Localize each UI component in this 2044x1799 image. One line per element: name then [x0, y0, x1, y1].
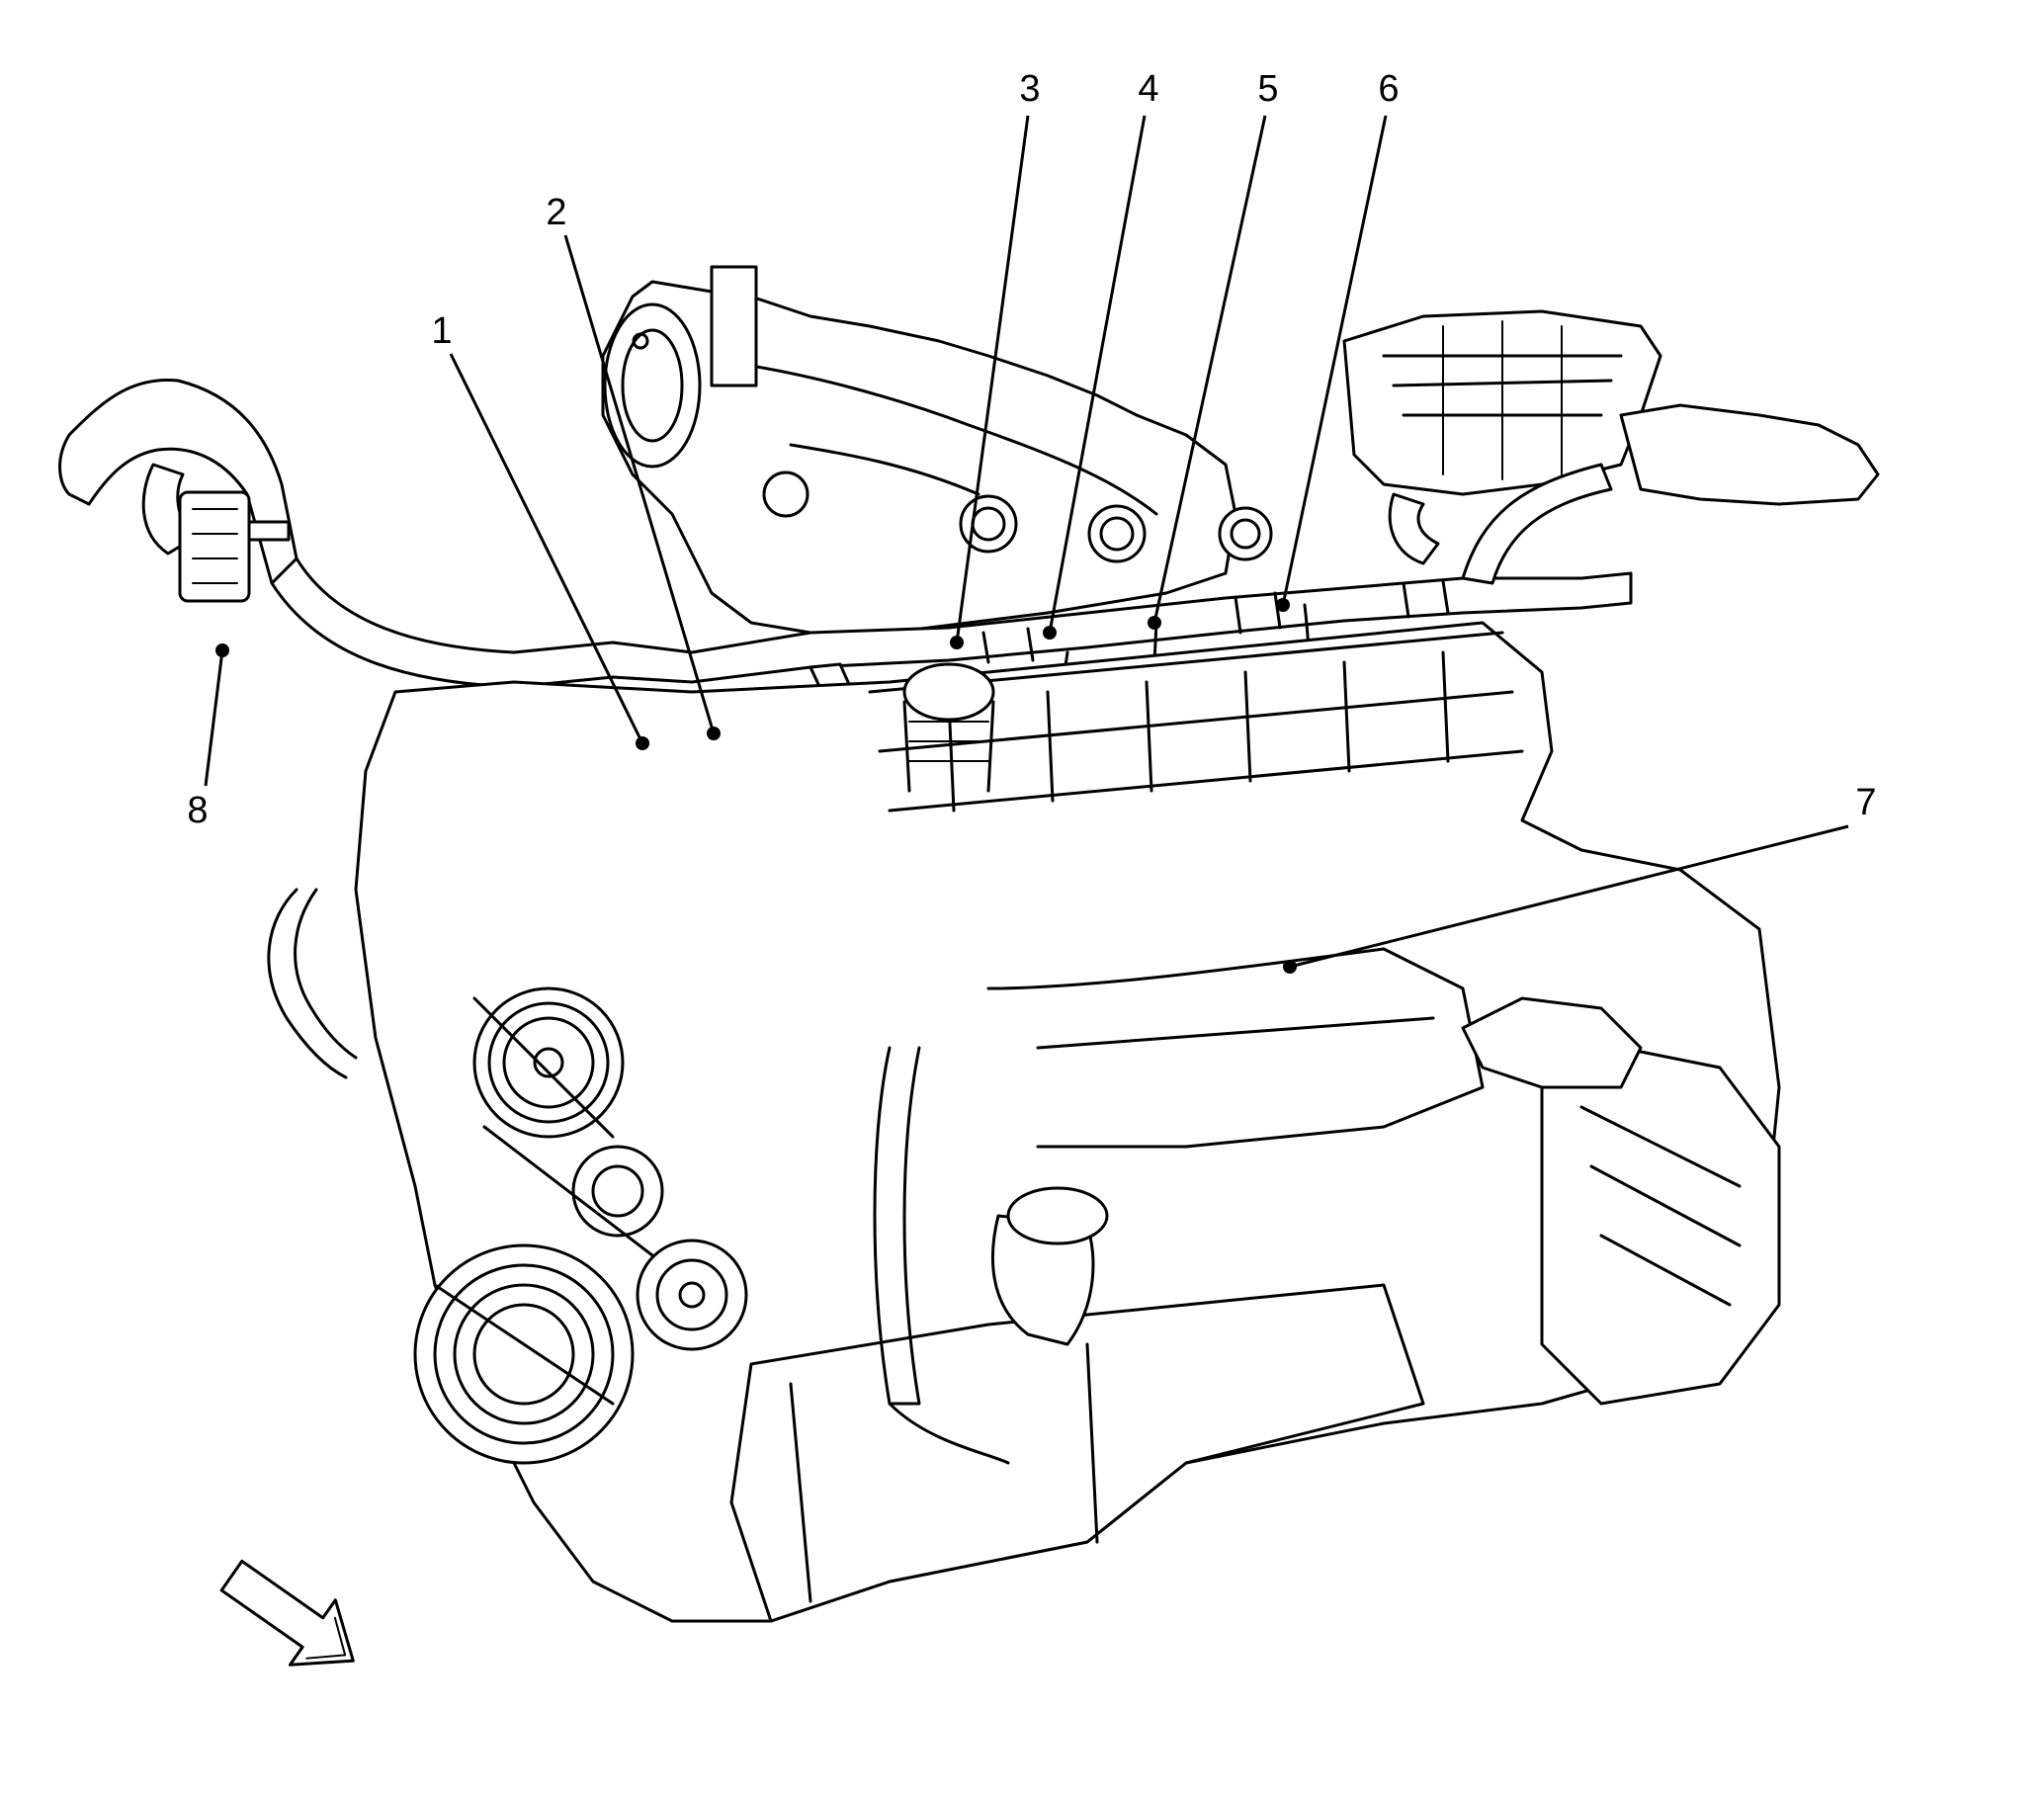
leader-dot-3 — [950, 636, 964, 649]
underhood-fuse-block — [1342, 309, 1880, 506]
leader-dot-2 — [707, 727, 721, 740]
throttle-body — [603, 265, 758, 469]
leader-line-6 — [1281, 115, 1388, 606]
accessory-drive — [413, 986, 748, 1465]
callout-label-3: 3 — [1019, 68, 1041, 110]
callout-label-1: 1 — [431, 310, 453, 352]
leader-line-1 — [449, 353, 644, 744]
callout-label-5: 5 — [1257, 68, 1279, 110]
leader-dot-8 — [215, 643, 229, 657]
callout-label-2: 2 — [546, 192, 567, 233]
leader-line-8 — [204, 649, 224, 787]
leader-line-5 — [1152, 115, 1267, 624]
harness-lead-left — [267, 888, 358, 1079]
oil-pan — [729, 1186, 1425, 1623]
leader-line-4 — [1048, 115, 1147, 634]
leader-line-7 — [1289, 824, 1849, 969]
callout-label-7: 7 — [1855, 782, 1877, 823]
leader-dot-7 — [1283, 960, 1297, 974]
intake-manifold — [601, 280, 1273, 635]
leader-line-2 — [563, 234, 716, 734]
leader-dot-5 — [1148, 616, 1161, 630]
leader-line-3 — [955, 115, 1030, 643]
leader-dot-4 — [1043, 626, 1057, 640]
leader-dot-6 — [1276, 598, 1290, 612]
callout-label-4: 4 — [1138, 68, 1159, 110]
transmission — [1461, 996, 1781, 1406]
front-of-vehicle-arrow-icon — [219, 1559, 355, 1667]
harness-lower-branch — [873, 1046, 1010, 1465]
callout-label-6: 6 — [1378, 68, 1400, 110]
harness-connector — [178, 490, 291, 603]
callout-label-8: 8 — [187, 790, 209, 831]
leader-dot-1 — [636, 736, 649, 750]
callout-leader-lines — [204, 115, 1849, 974]
